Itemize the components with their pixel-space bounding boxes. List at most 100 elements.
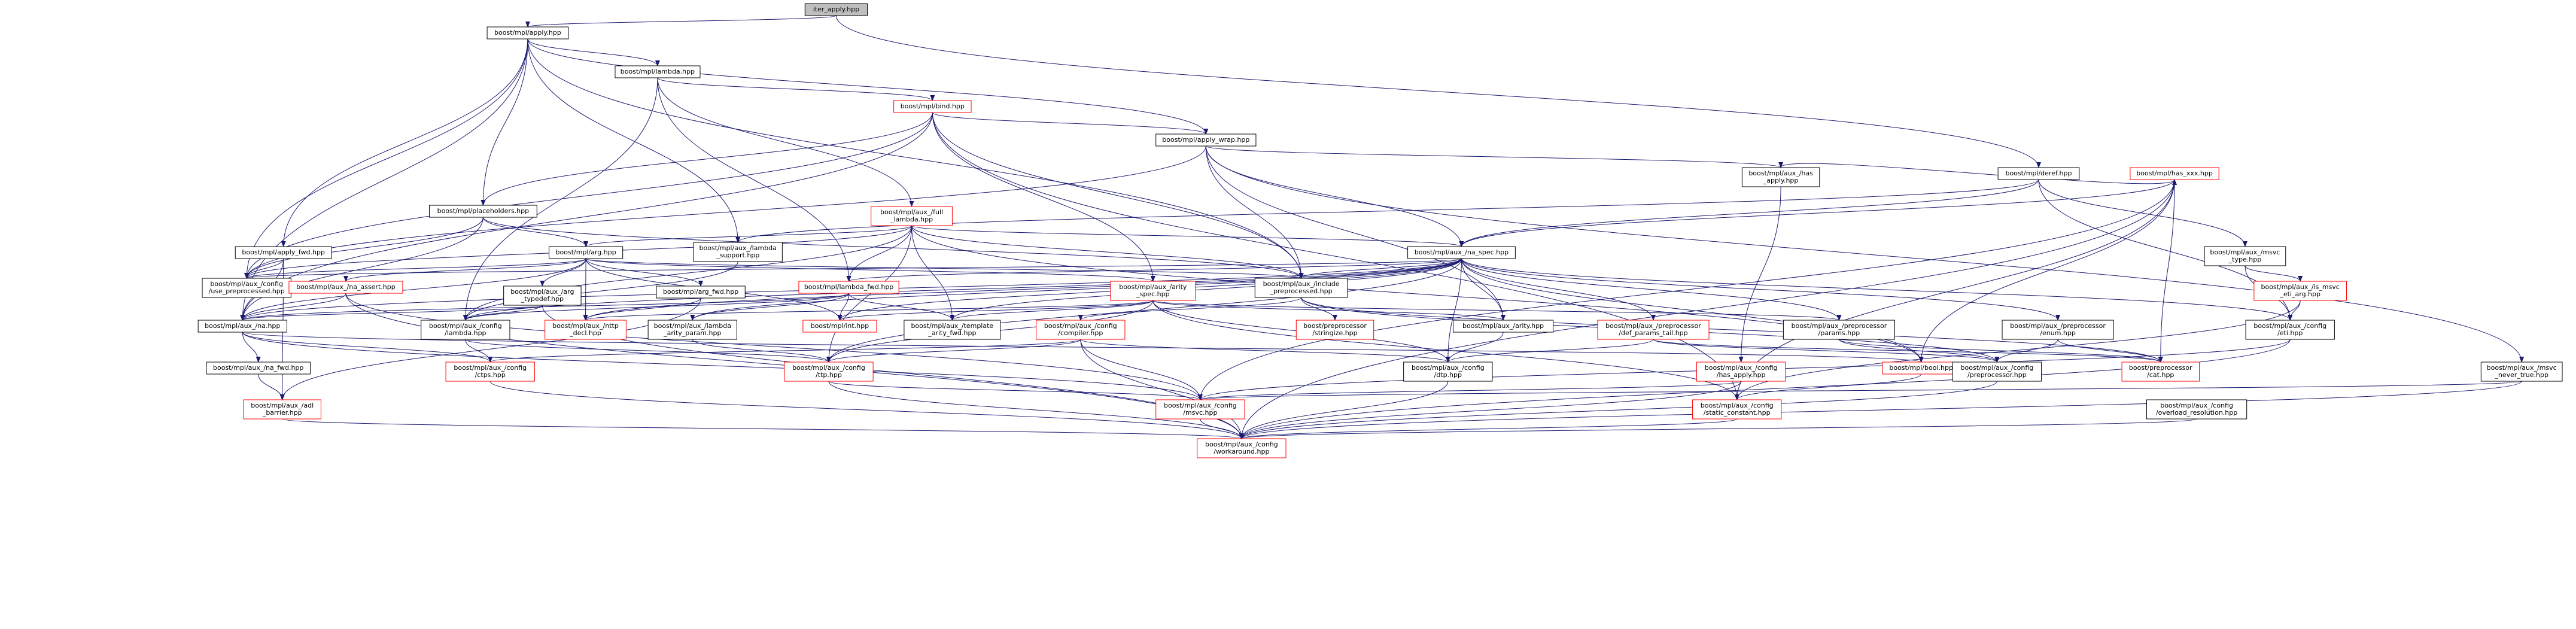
graph-node-label: /preprocessor.hpp	[1967, 371, 2027, 379]
graph-node[interactable]: boost/preprocessor/stringize.hpp	[1295, 320, 1374, 340]
graph-node-label: /has_apply.hpp	[1717, 371, 1766, 379]
graph-node[interactable]: boost/mpl/aux_/preprocessor/params.hpp	[1783, 320, 1895, 340]
graph-node[interactable]: boost/mpl/aux_/config/ctps.hpp	[445, 361, 535, 382]
graph-edge	[343, 258, 586, 282]
graph-node[interactable]: boost/preprocessor/cat.hpp	[2121, 361, 2200, 382]
graph-node-label: boost/mpl/arg.hpp	[556, 248, 616, 256]
graph-node[interactable]: boost/mpl/aux_/has_apply.hpp	[1741, 167, 1820, 187]
graph-node[interactable]: boost/mpl/aux_/nttp_decl.hpp	[545, 320, 626, 340]
graph-node[interactable]: boost/mpl/aux_/na.hpp	[197, 320, 287, 333]
graph-edge	[1239, 418, 2197, 439]
graph-node[interactable]: boost/mpl/lambda.hpp	[615, 65, 701, 78]
graph-node-label: boost/mpl/aux_/msvc	[2210, 248, 2280, 256]
graph-node[interactable]: boost/mpl/aux_/config/overload_resolutio…	[2146, 399, 2247, 420]
graph-node[interactable]: boost/mpl/aux_/lambda_support.hpp	[693, 242, 783, 262]
graph-node-label: /enum.hpp	[2040, 329, 2076, 337]
graph-node-box	[202, 278, 291, 298]
graph-node[interactable]: boost/mpl/aux_/config/workaround.hpp	[1197, 438, 1287, 458]
graph-node[interactable]: boost/mpl/aux_/preprocessor/def_params_t…	[1597, 320, 1710, 340]
graph-node[interactable]: boost/mpl/aux_/config/eti.hpp	[2245, 320, 2335, 340]
graph-node-label: _preprocessed.hpp	[1270, 287, 1333, 295]
graph-node-box	[243, 399, 321, 420]
graph-node-box	[804, 3, 868, 16]
graph-edge	[240, 293, 850, 321]
graph-node[interactable]: boost/mpl/aux_/config/ttp.hpp	[784, 361, 874, 382]
graph-node-box	[798, 281, 899, 294]
graph-node[interactable]: boost/mpl/arg.hpp	[549, 246, 624, 259]
graph-node[interactable]: boost/mpl/aux_/is_msvc_eti_arg.hpp	[2253, 281, 2347, 301]
graph-node-label: boost/mpl/aux_/preprocessor	[2010, 322, 2106, 330]
graph-node-label: boost/mpl/aux_/arity	[1119, 283, 1187, 291]
graph-node-label: boost/mpl/aux_/config	[1164, 402, 1237, 409]
graph-edge	[1197, 179, 2175, 400]
graph-node[interactable]: boost/mpl/aux_/na_fwd.hpp	[206, 361, 311, 375]
graph-node-label: /ttp.hpp	[816, 371, 842, 379]
graph-node[interactable]: boost/mpl/aux_/config/compiler.hpp	[1036, 320, 1126, 340]
graph-node-label: boost/mpl/aux_/na_assert.hpp	[296, 283, 396, 291]
graph-node[interactable]: boost/mpl/bind.hpp	[893, 100, 972, 113]
graph-node-label: /dtp.hpp	[1434, 371, 1462, 379]
graph-node[interactable]: boost/mpl/aux_/config/lambda.hpp	[421, 320, 510, 340]
graph-edge	[244, 258, 586, 279]
graph-node-label: boost/mpl/aux_/msvc	[2487, 364, 2557, 372]
graph-edge	[932, 112, 1155, 282]
graph-node[interactable]: boost/mpl/aux_/msvc_never_true.hpp	[2480, 361, 2563, 382]
graph-node[interactable]: boost/mpl/aux_/arity.hpp	[1452, 320, 1554, 333]
graph-edge	[463, 225, 913, 321]
graph-node[interactable]: boost/mpl/aux_/arity_spec.hpp	[1110, 281, 1196, 301]
graph-node[interactable]: boost/mpl/aux_/na_spec.hpp	[1407, 246, 1516, 259]
graph-edge	[480, 112, 933, 206]
graph-node[interactable]: iter_apply.hpp	[804, 3, 868, 16]
graph-edge	[1080, 339, 1203, 400]
graph-edge	[1461, 258, 2060, 321]
graph-node[interactable]: boost/mpl/aux_/preprocessor/enum.hpp	[2002, 320, 2114, 340]
graph-node-box	[693, 242, 783, 262]
graph-edge	[1445, 332, 1504, 363]
graph-node[interactable]: boost/mpl/bool.hpp	[1882, 361, 1960, 375]
graph-node[interactable]: boost/mpl/aux_/na_assert.hpp	[288, 281, 403, 294]
graph-node[interactable]: boost/mpl/apply_fwd.hpp	[235, 246, 332, 259]
graph-edge	[540, 258, 586, 287]
graph-node[interactable]: boost/mpl/aux_/arg_typedef.hpp	[503, 285, 582, 306]
graph-node-box	[1295, 320, 1374, 340]
graph-node[interactable]: boost/mpl/aux_/config/has_apply.hpp	[1696, 361, 1786, 382]
graph-node[interactable]: boost/mpl/aux_/config/static_constant.hp…	[1692, 399, 1782, 420]
graph-node[interactable]: boost/mpl/aux_/config/use_preprocessed.h…	[202, 278, 291, 298]
graph-node[interactable]: boost/mpl/aux_/msvc_type.hpp	[2204, 246, 2286, 266]
graph-node[interactable]: boost/mpl/aux_/adl_barrier.hpp	[243, 399, 321, 420]
graph-node-box	[1254, 278, 1348, 298]
graph-node[interactable]: boost/mpl/aux_/include_preprocessed.hpp	[1254, 278, 1348, 298]
graph-node[interactable]: boost/mpl/has_xxx.hpp	[2130, 167, 2219, 180]
graph-edge	[1838, 339, 2163, 363]
graph-node[interactable]: boost/mpl/aux_/template_arity_fwd.hpp	[904, 320, 1001, 340]
graph-node[interactable]: boost/mpl/aux_/config/dtp.hpp	[1403, 361, 1493, 382]
graph-node-label: boost/mpl/apply.hpp	[494, 29, 561, 37]
graph-node-box	[802, 320, 877, 333]
graph-edge	[583, 225, 913, 247]
graph-edge	[1734, 179, 2175, 400]
graph-edge	[657, 77, 914, 207]
graph-node[interactable]: boost/mpl/arg_fwd.hpp	[656, 285, 746, 299]
graph-edge	[585, 258, 1155, 282]
graph-node[interactable]: boost/mpl/aux_/lambda_arity_param.hpp	[647, 320, 737, 340]
graph-node[interactable]: boost/mpl/lambda_fwd.hpp	[798, 281, 899, 294]
graph-node[interactable]: boost/mpl/aux_/config/preprocessor.hpp	[1952, 361, 2042, 382]
graph-node[interactable]: boost/mpl/deref.hpp	[1997, 167, 2080, 180]
graph-edge	[1239, 381, 1997, 439]
graph-node[interactable]: boost/mpl/aux_/config/msvc.hpp	[1155, 399, 1245, 420]
graph-node-label: boost/mpl/int.hpp	[811, 322, 869, 330]
graph-node-box	[486, 26, 569, 39]
graph-node-label: boost/mpl/aux_/is_msvc	[2261, 283, 2339, 291]
graph-node[interactable]: boost/mpl/aux_/full_lambda.hpp	[871, 206, 953, 226]
graph-node-label: boost/mpl/apply_fwd.hpp	[242, 248, 325, 256]
graph-node-label: boost/mpl/aux_/full	[880, 208, 943, 216]
graph-node[interactable]: boost/mpl/apply.hpp	[486, 26, 569, 39]
graph-node-box	[2121, 361, 2200, 382]
graph-node-label: /def_params_tail.hpp	[1619, 329, 1687, 337]
graph-node[interactable]: boost/mpl/placeholders.hpp	[429, 205, 537, 218]
graph-node[interactable]: boost/mpl/apply_wrap.hpp	[1155, 133, 1257, 147]
graph-node-box	[429, 205, 537, 218]
graph-node-label: boost/mpl/aux_/config	[429, 322, 502, 330]
graph-node-label: boost/mpl/aux_/template	[911, 322, 993, 330]
graph-node[interactable]: boost/mpl/int.hpp	[802, 320, 877, 333]
